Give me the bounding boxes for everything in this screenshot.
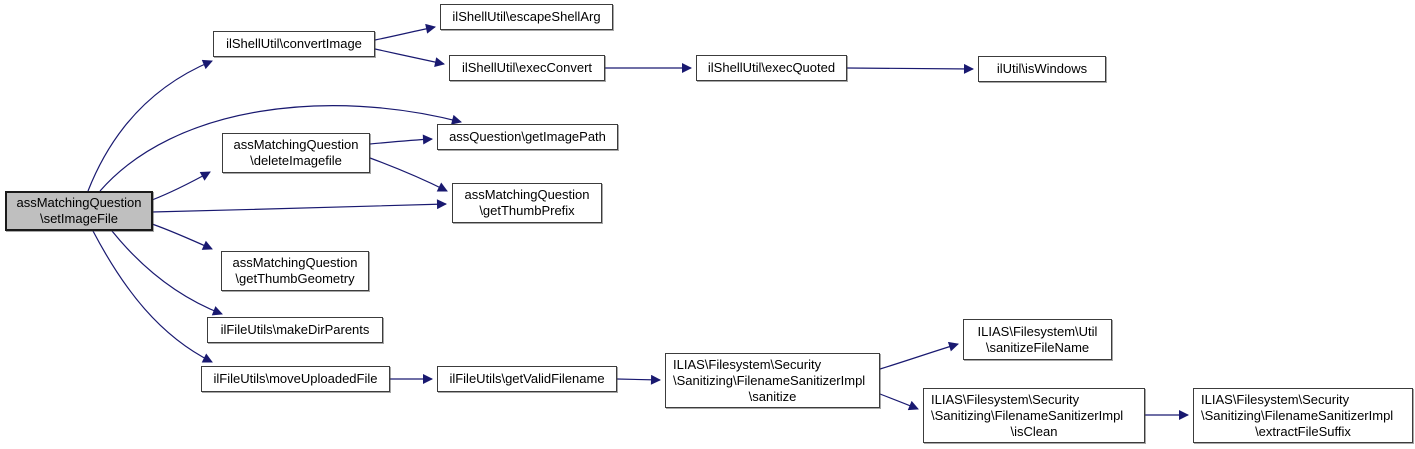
node-isWindows[interactable]: ilUtil\isWindows: [978, 56, 1106, 82]
node-getThumbPrefix[interactable]: assMatchingQuestion \getThumbPrefix: [452, 183, 602, 223]
edge-convertImage-to-execConvert: [374, 48, 445, 68]
node-execQuoted-label: ilShellUtil\execQuoted: [707, 60, 836, 75]
node-convertImage-label: ilShellUtil\convertImage: [226, 36, 362, 51]
edge-setImageFile-to-getThumbGeometry: [151, 223, 213, 250]
edge-setImageFile-to-getThumbPrefix: [151, 199, 447, 213]
node-getImagePath[interactable]: assQuestion\getImagePath: [437, 124, 618, 150]
edge-deleteImagefile-to-getThumbPrefix: [369, 157, 448, 192]
node-makeDirParents[interactable]: ilFileUtils\makeDirParents: [207, 317, 383, 343]
edge-setImageFile-to-convertImage: [87, 59, 213, 192]
edge-getValidFilename-to-sanitize: [616, 374, 661, 385]
node-extractFileSuffix-label: ILIAS\Filesystem\Security \Sanitizing\Fi…: [1201, 391, 1394, 423]
edge-execQuoted-to-isWindows: [846, 63, 974, 74]
node-getImagePath-label: assQuestion\getImagePath: [449, 129, 606, 144]
node-isClean-label: ILIAS\Filesystem\Security \Sanitizing\Fi…: [931, 391, 1124, 423]
node-isClean-sublabel: \isClean: [1010, 423, 1058, 439]
node-sanitize-sublabel: \sanitize: [748, 388, 797, 404]
edge-convertImage-to-escapeShellArg: [374, 23, 436, 41]
node-extractFileSuffix[interactable]: ILIAS\Filesystem\Security \Sanitizing\Fi…: [1193, 388, 1413, 443]
node-getThumbPrefix-label: assMatchingQuestion \getThumbPrefix: [464, 187, 590, 218]
node-extractFileSuffix-sublabel: \extractFileSuffix: [1255, 423, 1351, 439]
node-getThumbGeometry-label: assMatchingQuestion \getThumbGeometry: [232, 255, 358, 286]
node-execConvert-label: ilShellUtil\execConvert: [461, 60, 593, 75]
node-execConvert[interactable]: ilShellUtil\execConvert: [449, 55, 605, 81]
node-deleteImagefile-label: assMatchingQuestion \deleteImagefile: [233, 137, 359, 168]
node-sanitizeFileName-label: ILIAS\Filesystem\Util \sanitizeFileName: [977, 323, 1098, 355]
node-execQuoted[interactable]: ilShellUtil\execQuoted: [696, 55, 847, 81]
node-setImageFile-label: assMatchingQuestion \setImageFile: [16, 195, 142, 226]
node-getThumbGeometry[interactable]: assMatchingQuestion \getThumbGeometry: [221, 251, 369, 291]
node-getValidFilename-label: ilFileUtils\getValidFilename: [449, 371, 605, 386]
node-sanitize[interactable]: ILIAS\Filesystem\Security \Sanitizing\Fi…: [665, 353, 880, 408]
edge-sanitize-to-isClean: [879, 393, 919, 411]
node-moveUploadedFile-label: ilFileUtils\moveUploadedFile: [213, 371, 378, 386]
node-sanitizeFileName[interactable]: ILIAS\Filesystem\Util \sanitizeFileName: [963, 319, 1112, 360]
node-escapeShellArg[interactable]: ilShellUtil\escapeShellArg: [440, 4, 613, 30]
edge-sanitize-to-sanitizeFileName: [879, 341, 959, 370]
node-setImageFile[interactable]: assMatchingQuestion \setImageFile: [5, 191, 153, 231]
edge-deleteImagefile-to-getImagePath: [369, 134, 433, 145]
edge-setImageFile-to-deleteImagefile: [151, 171, 211, 201]
node-isClean[interactable]: ILIAS\Filesystem\Security \Sanitizing\Fi…: [923, 388, 1145, 443]
node-sanitize-label: ILIAS\Filesystem\Security \Sanitizing\Fi…: [673, 356, 866, 388]
node-getValidFilename[interactable]: ilFileUtils\getValidFilename: [437, 366, 617, 392]
node-moveUploadedFile[interactable]: ilFileUtils\moveUploadedFile: [201, 366, 390, 392]
edge-setImageFile-to-moveUploadedFile: [92, 230, 213, 363]
edge-setImageFile-to-makeDirParents: [111, 230, 223, 316]
node-convertImage[interactable]: ilShellUtil\convertImage: [213, 31, 375, 57]
node-deleteImagefile[interactable]: assMatchingQuestion \deleteImagefile: [222, 133, 370, 173]
edge-setImageFile-to-getImagePath: [99, 105, 462, 192]
node-isWindows-label: ilUtil\isWindows: [996, 61, 1088, 76]
node-makeDirParents-label: ilFileUtils\makeDirParents: [220, 322, 370, 337]
node-escapeShellArg-label: ilShellUtil\escapeShellArg: [452, 9, 601, 24]
